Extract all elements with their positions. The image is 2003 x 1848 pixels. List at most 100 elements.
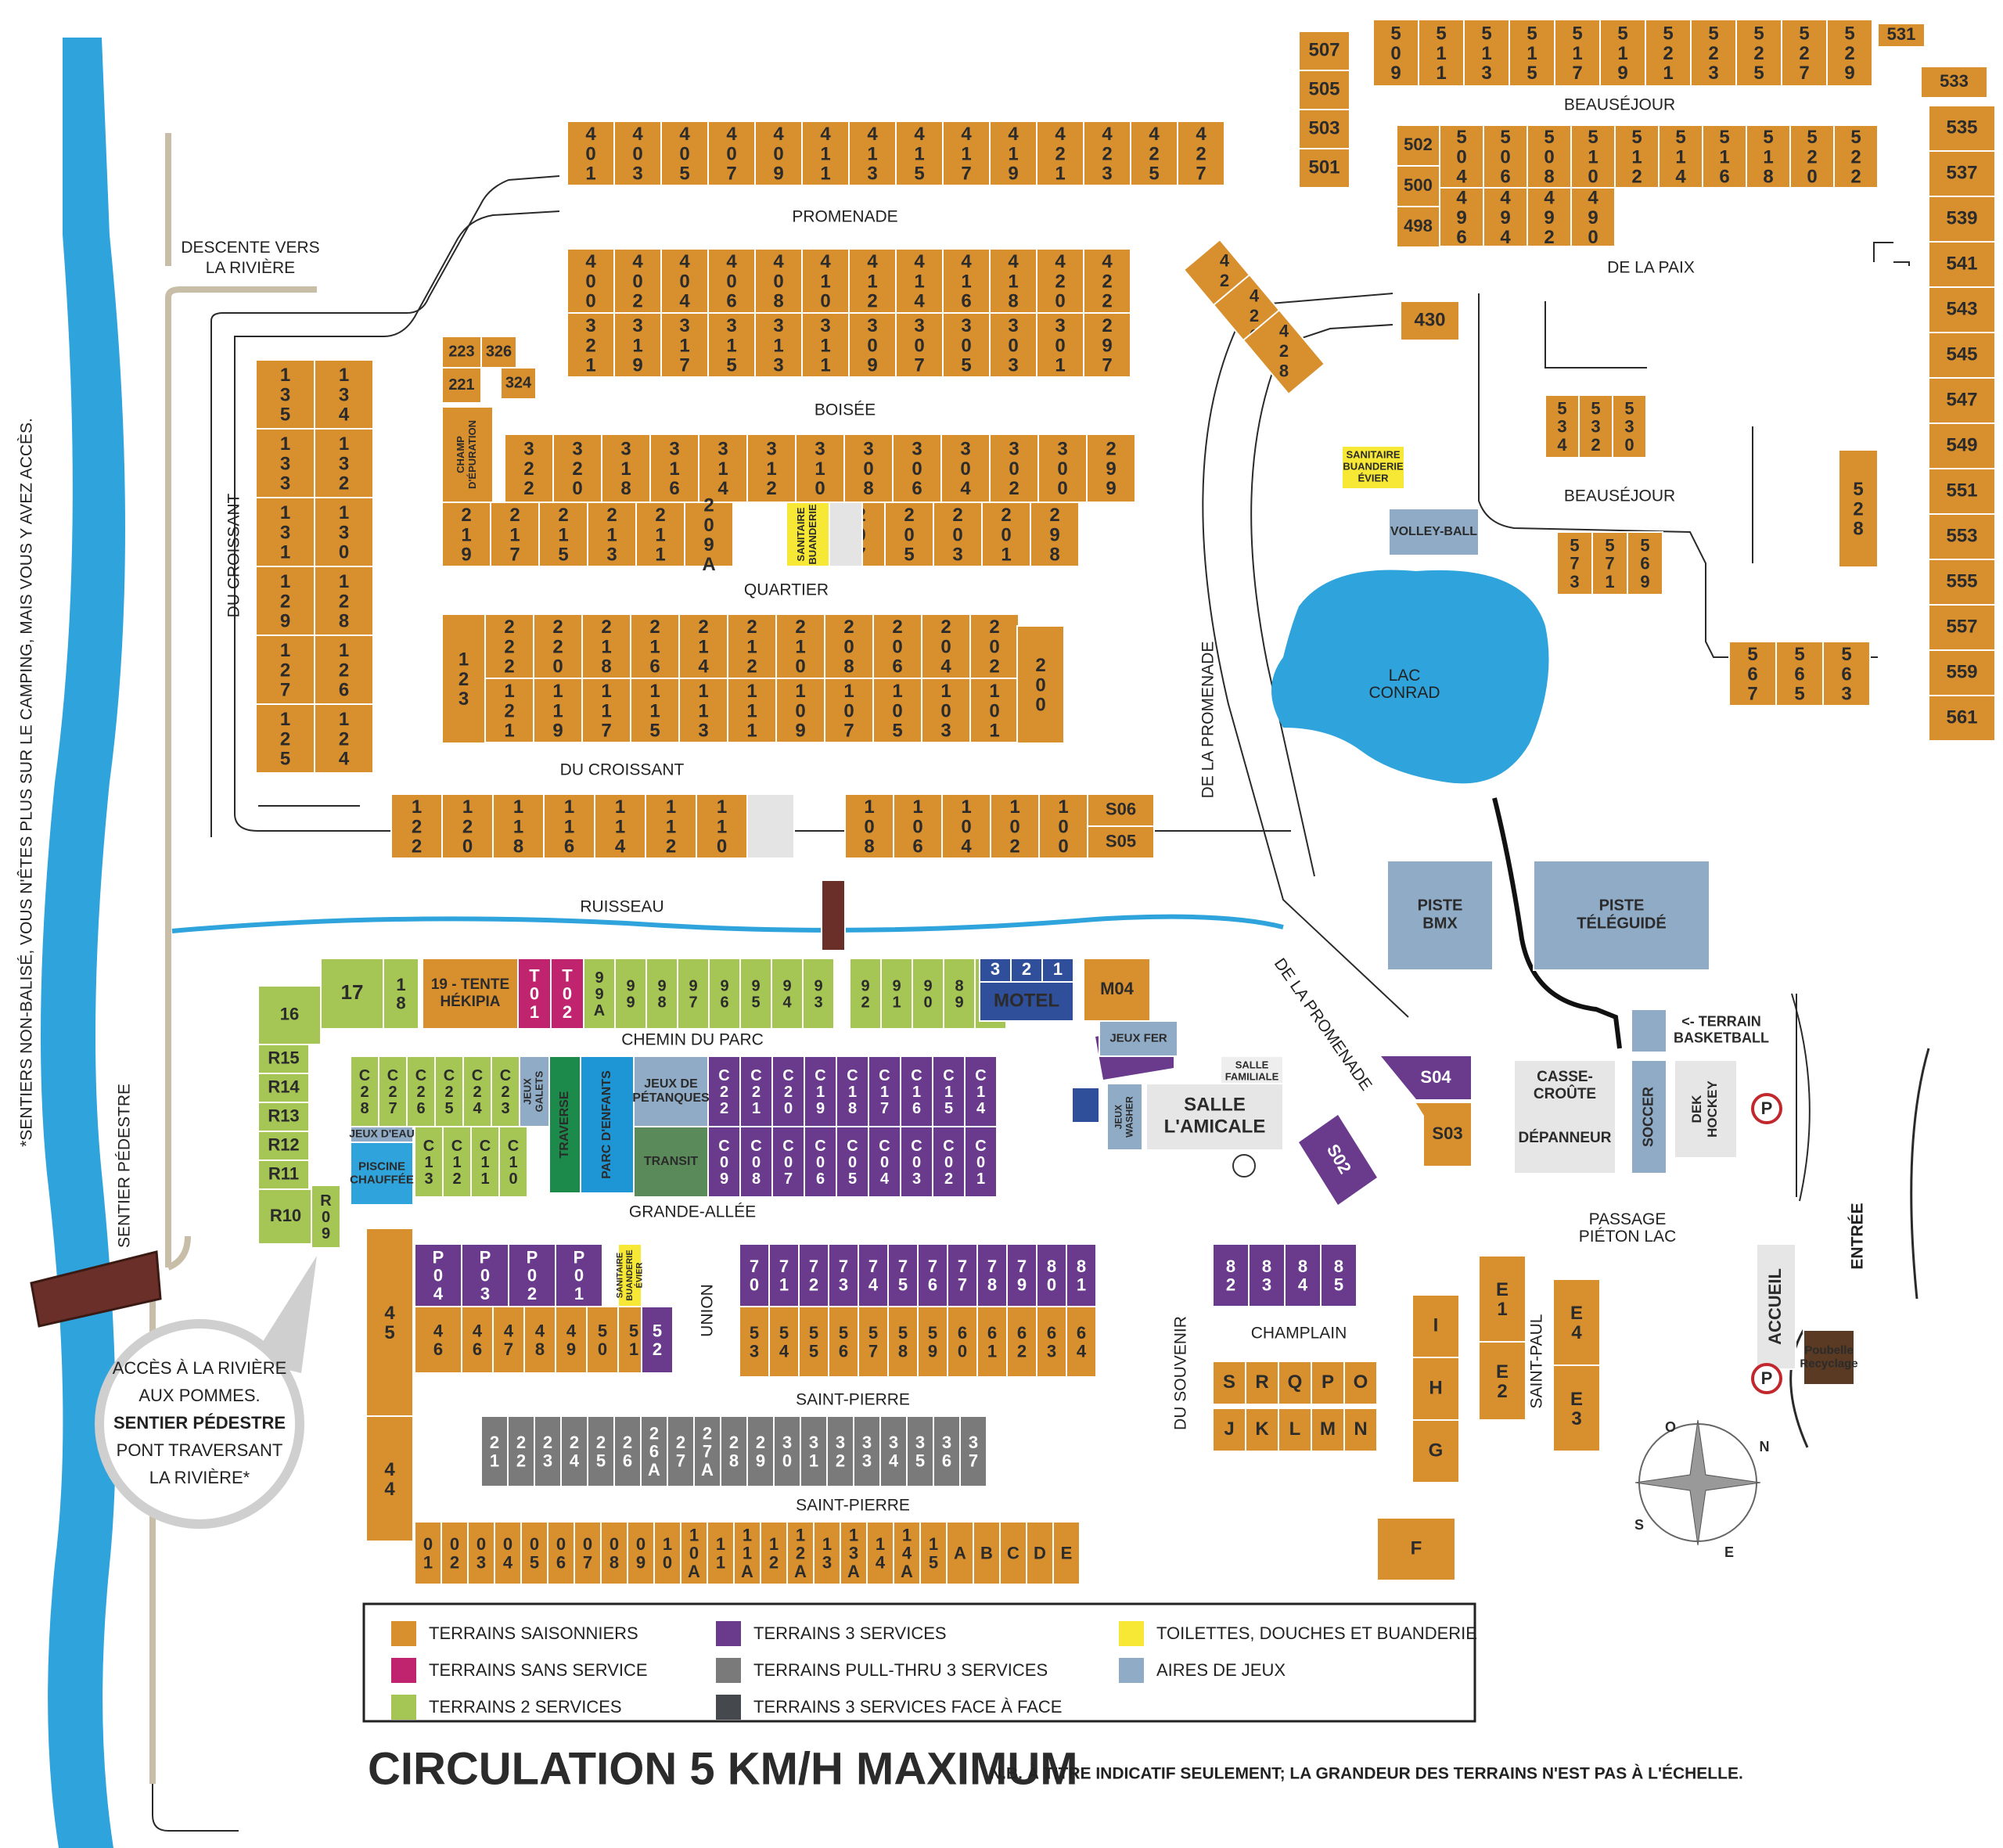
campsite-tile[interactable] (414, 1306, 462, 1374)
campsite-tile[interactable] (678, 678, 728, 743)
campsite-tile[interactable] (1006, 1306, 1037, 1378)
campsite-tile[interactable] (1006, 1243, 1037, 1307)
campsite-a[interactable]: A (946, 1521, 974, 1585)
campsite-tile[interactable] (1552, 1278, 1601, 1366)
campsite-tile[interactable] (587, 1415, 615, 1487)
campsite-tile[interactable] (414, 1126, 444, 1198)
campsite-tile[interactable] (768, 1243, 800, 1307)
campsite-tile[interactable] (1928, 649, 1996, 696)
campsite-tile[interactable] (520, 1521, 548, 1585)
campsite-tile[interactable] (480, 336, 517, 369)
campsite-tile[interactable] (508, 1243, 556, 1307)
campsite-e[interactable]: E (1052, 1521, 1081, 1585)
campsite-555[interactable]: 555 (1928, 559, 1996, 606)
campsite-tile[interactable] (441, 613, 486, 744)
campsite-tile[interactable] (933, 502, 983, 567)
campsite-tile[interactable] (771, 1126, 805, 1198)
campsite-tile[interactable] (800, 1415, 828, 1487)
campsite-tile[interactable] (858, 1306, 889, 1378)
campsite-1[interactable]: 1 (1041, 958, 1074, 983)
campsite-tile[interactable] (314, 635, 374, 705)
campsite-tile[interactable] (1212, 1243, 1250, 1307)
campsite-tile[interactable] (959, 1415, 987, 1487)
campsite-tile[interactable] (350, 1055, 379, 1127)
campsite-tile[interactable] (1614, 124, 1660, 189)
campsite-551[interactable]: 551 (1928, 468, 1996, 515)
campsite-tile[interactable] (771, 1055, 805, 1127)
campsite-559[interactable]: 559 (1928, 649, 1996, 696)
campsite-f[interactable]: F (1376, 1517, 1456, 1581)
campsite-tile[interactable] (1066, 1306, 1097, 1378)
campsite-tile[interactable] (933, 1415, 961, 1487)
campsite-tile[interactable] (969, 678, 1019, 743)
campsite-tile[interactable] (1411, 1294, 1460, 1358)
campsite-tile[interactable] (802, 958, 835, 1030)
campsite-tile[interactable] (941, 793, 991, 859)
campsite-tile[interactable] (555, 1306, 588, 1374)
campsite-tile[interactable] (932, 1126, 966, 1198)
campsite-tile[interactable] (1478, 1255, 1527, 1343)
campsite-tile[interactable] (441, 793, 494, 859)
campsite-tile[interactable] (677, 958, 710, 1030)
campsite-s04[interactable]: S04 (1381, 1056, 1471, 1099)
campsite-tile[interactable] (1400, 300, 1460, 341)
campsite-tile[interactable] (1242, 308, 1326, 396)
campsite-s02[interactable]: S02 (1299, 1115, 1377, 1205)
campsite-tile[interactable] (1418, 19, 1465, 87)
campsite-tile[interactable] (314, 703, 374, 774)
campsite-c[interactable]: C (999, 1521, 1027, 1585)
campsite-j[interactable]: J (1212, 1408, 1246, 1452)
campsite-tile[interactable] (880, 958, 913, 1030)
campsite-500[interactable]: 500 (1396, 165, 1440, 207)
campsite-tile[interactable] (627, 1521, 655, 1585)
campsite-tile[interactable] (640, 1415, 668, 1487)
